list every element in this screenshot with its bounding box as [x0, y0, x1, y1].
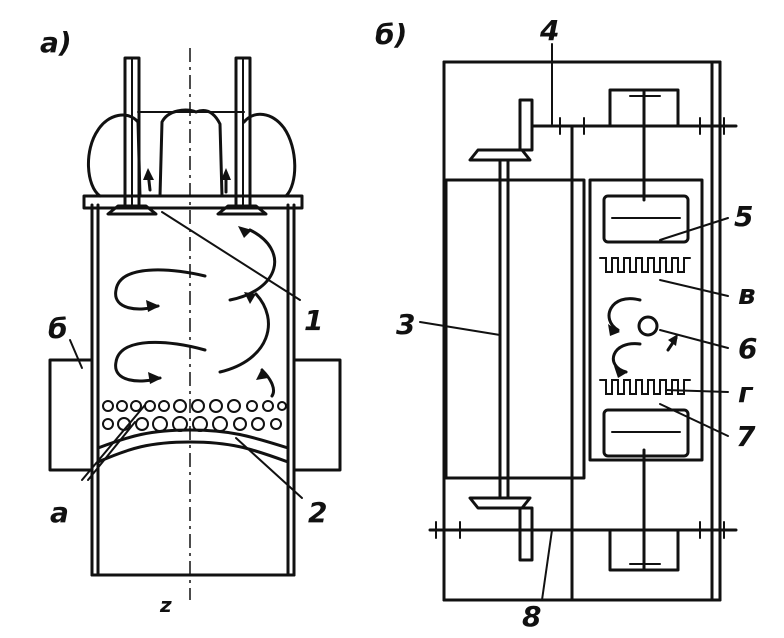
- cylinder-body: [90, 203, 296, 577]
- callout-1: 1: [304, 304, 323, 337]
- cylinder-head: [82, 108, 304, 210]
- callout-2: 2: [308, 496, 327, 529]
- callout-8: 8: [522, 600, 541, 633]
- callout-6: 6: [738, 332, 757, 365]
- exhaust-valve: [216, 56, 268, 216]
- stray-mark: z: [159, 593, 172, 617]
- piston: [96, 428, 290, 464]
- panel-b-diagram: б): [375, 14, 757, 633]
- upper-bevel-gear: [468, 98, 602, 162]
- lower-crankshaft: [435, 448, 725, 572]
- callout-b-port-box: б: [48, 312, 68, 345]
- callout-a-ports: а: [50, 496, 69, 529]
- leader-lines-b: [419, 43, 729, 601]
- callout-5: 5: [734, 200, 753, 233]
- callout-7: 7: [736, 420, 756, 453]
- intake-valve: [106, 56, 158, 216]
- engine-frame: [442, 60, 722, 602]
- vertical-shaft-housing: [444, 158, 586, 500]
- panel-b-label: б): [375, 18, 407, 51]
- leader-lines-a: [69, 211, 303, 499]
- callout-4: 4: [539, 14, 559, 47]
- opposed-piston-cylinder: [588, 178, 704, 462]
- callout-v: в: [738, 278, 756, 311]
- panel-a-label: а): [40, 26, 72, 59]
- callout-3: 3: [396, 308, 415, 341]
- callout-g: г: [738, 376, 754, 409]
- port-boxes: [48, 358, 342, 472]
- flow-swirl: [114, 168, 277, 398]
- upper-crankshaft: [530, 60, 738, 602]
- panel-a-diagram: а): [40, 26, 342, 617]
